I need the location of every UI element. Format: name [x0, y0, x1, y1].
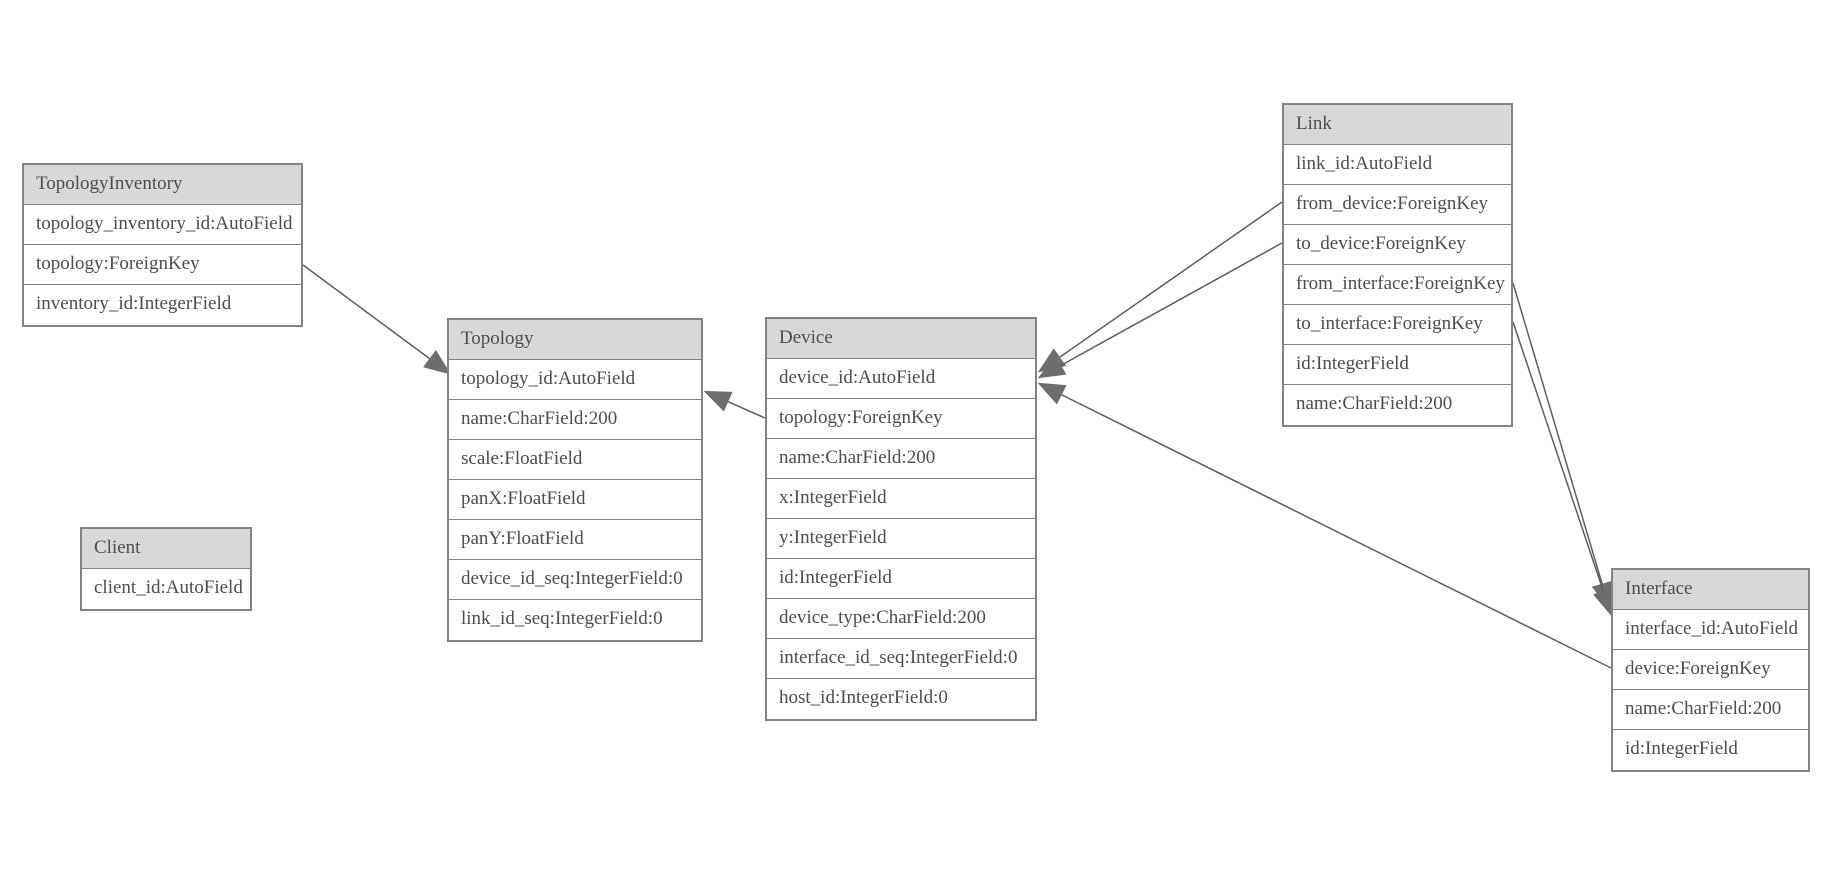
entity-field: link_id:AutoField	[1284, 145, 1511, 185]
entity-field: scale:FloatField	[449, 440, 701, 480]
entity-title: Device	[767, 319, 1035, 359]
entity-field: interface_id_seq:IntegerField:0	[767, 639, 1035, 679]
relationship-arrow-link-to-interface-to-interface	[1512, 321, 1614, 617]
entity-field: name:CharField:200	[1284, 385, 1511, 425]
entity-field: inventory_id:IntegerField	[24, 285, 301, 325]
entity-field: link_id_seq:IntegerField:0	[449, 600, 701, 640]
relationship-arrow-link-to-device-to-device	[1037, 242, 1283, 379]
entity-title: TopologyInventory	[24, 165, 301, 205]
entity-field: y:IntegerField	[767, 519, 1035, 559]
entity-field: panX:FloatField	[449, 480, 701, 520]
entity-field: device:ForeignKey	[1613, 650, 1808, 690]
entity-title: Topology	[449, 320, 701, 360]
entity-field: topology:ForeignKey	[24, 245, 301, 285]
relationship-arrow-link-from-interface-to-interface	[1512, 282, 1613, 610]
entity-field: to_interface:ForeignKey	[1284, 305, 1511, 345]
entity-field: panY:FloatField	[449, 520, 701, 560]
entity-field: topology_inventory_id:AutoField	[24, 205, 301, 245]
entity-field: from_device:ForeignKey	[1284, 185, 1511, 225]
entity-field: topology:ForeignKey	[767, 399, 1035, 439]
entity-field: device_type:CharField:200	[767, 599, 1035, 639]
entity-field: from_interface:ForeignKey	[1284, 265, 1511, 305]
entity-title: Interface	[1613, 570, 1808, 610]
entity-field: topology_id:AutoField	[449, 360, 701, 400]
entity-field: device_id:AutoField	[767, 359, 1035, 399]
relationship-arrow-link-from-device-to-device	[1037, 201, 1283, 373]
relationship-arrow-topologyinventory-topology-to-topology	[302, 264, 452, 375]
entity-field: id:IntegerField	[1613, 730, 1808, 770]
entity-field: x:IntegerField	[767, 479, 1035, 519]
entity-field: name:CharField:200	[767, 439, 1035, 479]
entity-title: Link	[1284, 105, 1511, 145]
relationship-arrow-device-topology-to-topology	[703, 390, 766, 419]
entity-field: to_device:ForeignKey	[1284, 225, 1511, 265]
entity-title: Client	[82, 529, 250, 569]
entity-field: id:IntegerField	[1284, 345, 1511, 385]
entity-field: name:CharField:200	[1613, 690, 1808, 730]
entity-field: device_id_seq:IntegerField:0	[449, 560, 701, 600]
entity-field: id:IntegerField	[767, 559, 1035, 599]
entity-field: client_id:AutoField	[82, 569, 250, 609]
relationship-arrow-interface-device-to-device	[1037, 382, 1612, 669]
entity-field: interface_id:AutoField	[1613, 610, 1808, 650]
entity-field: name:CharField:200	[449, 400, 701, 440]
entity-field: host_id:IntegerField:0	[767, 679, 1035, 719]
